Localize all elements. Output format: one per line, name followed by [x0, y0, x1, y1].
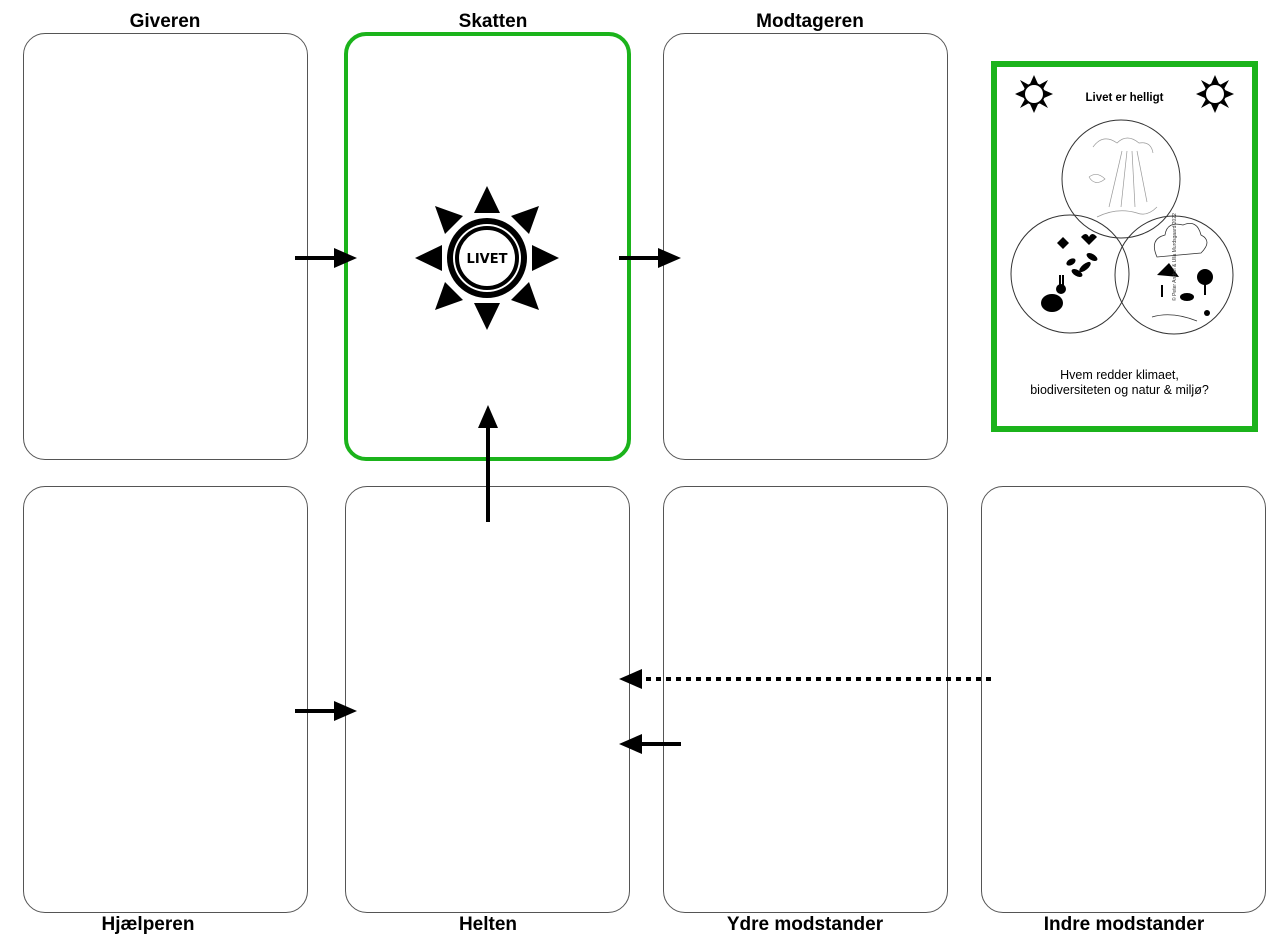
arrow-right-icon [295, 701, 357, 721]
landscape-icon [1151, 222, 1213, 322]
card-skatten[interactable] [344, 32, 631, 461]
label-modtageren: Modtageren [756, 11, 864, 32]
dotted-arrow-left-icon [619, 669, 991, 689]
card-giveren[interactable] [23, 33, 308, 460]
sun-icon [1196, 75, 1234, 113]
card-modtageren[interactable] [663, 33, 948, 460]
landscape-circle [1114, 215, 1234, 335]
mini-card-question-line1: Hvem redder klimaet, [1060, 368, 1179, 382]
label-indre-modstander: Indre modstander [1043, 914, 1205, 935]
animals-icon [1041, 234, 1098, 312]
label-giveren: Giveren [129, 11, 201, 32]
label-ydre-modstander: Ydre modstander [726, 914, 884, 935]
mini-card-question: Hvem redder klimaet, biodiversiteten og … [1007, 368, 1232, 398]
sun-icon: LIVET [415, 186, 559, 330]
mini-card-question-line2: biodiversiteten og natur & miljø? [1030, 383, 1209, 397]
label-skatten: Skatten [458, 11, 528, 32]
arrow-right-icon [295, 248, 357, 268]
arrow-right-icon [619, 248, 681, 268]
label-hjaelperen: Hjælperen [101, 914, 195, 935]
card-indre-modstander[interactable] [981, 486, 1266, 913]
mini-card-art [1010, 75, 1234, 335]
sun-icon [1015, 75, 1053, 113]
sky-sketch-icon [1088, 137, 1158, 218]
arrow-left-icon [619, 734, 681, 754]
mini-card[interactable]: Livet er helligt Hvem redder klimaet, bi… [991, 61, 1258, 432]
sky-circle [1061, 119, 1181, 239]
label-helten: Helten [458, 914, 518, 935]
mini-card-title: Livet er helligt [1085, 92, 1164, 104]
card-helten[interactable] [345, 486, 630, 913]
card-hjaelperen[interactable] [23, 486, 308, 913]
animals-circle [1010, 214, 1130, 334]
card-ydre-modstander[interactable] [663, 486, 948, 913]
sun-label: LIVET [467, 252, 508, 267]
arrow-up-icon [478, 405, 498, 522]
mini-card-copyright: © Peter Andrei & Ulla Murdsgaard 2022 [1172, 213, 1178, 301]
